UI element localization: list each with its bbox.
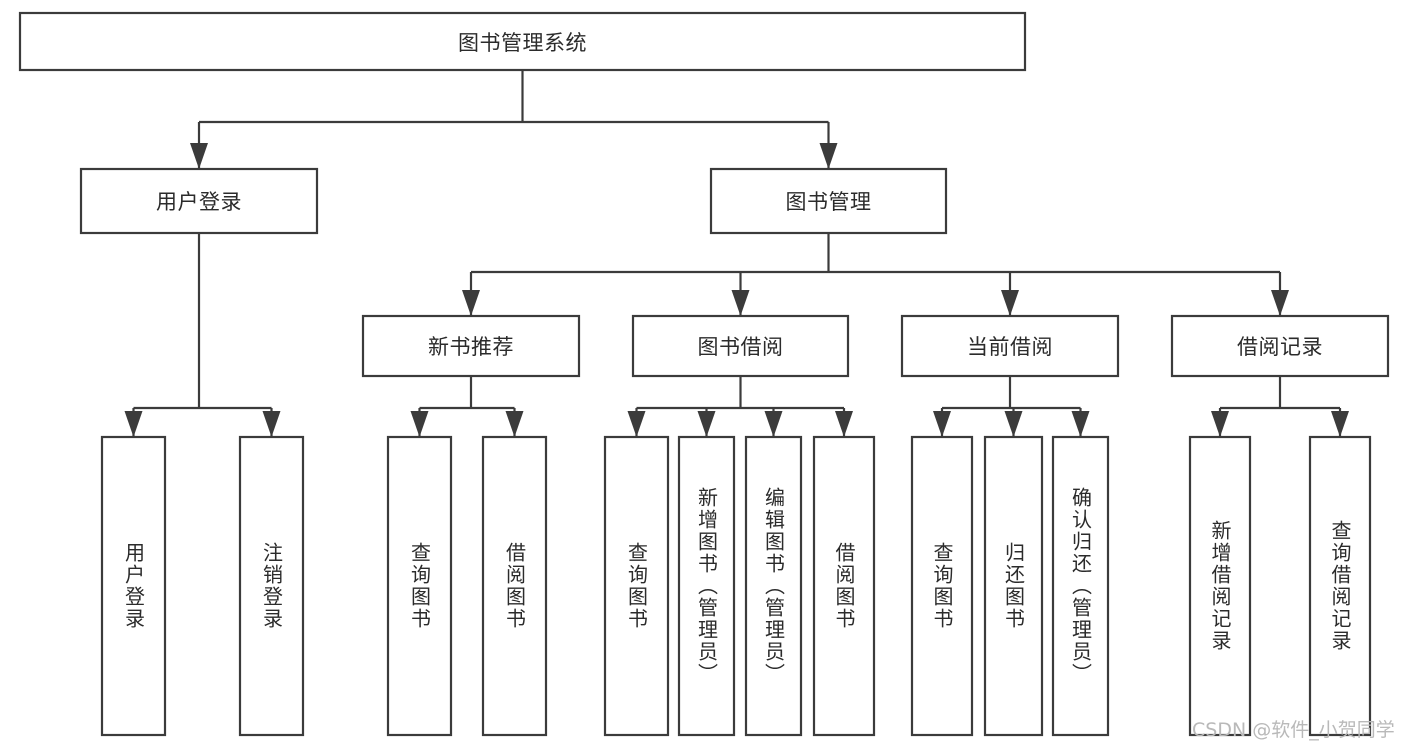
arrow-head-leaf-borrow-book-2 bbox=[835, 411, 853, 437]
node-box-leaf-borrow-book-1 bbox=[481, 435, 548, 737]
node-box-user-login bbox=[79, 167, 319, 235]
arrow-head-leaf-user-login bbox=[124, 411, 143, 437]
node-box-current-borrow bbox=[900, 314, 1120, 378]
arrow-head-leaf-return-book bbox=[1004, 411, 1023, 437]
arrow-head-leaf-query-book-2 bbox=[627, 411, 646, 437]
arrow-head-book-manage bbox=[819, 143, 838, 169]
arrow-head-borrow-record bbox=[1271, 290, 1289, 316]
node-box-leaf-query-record bbox=[1308, 435, 1372, 737]
arrow-head-new-book-recommend bbox=[462, 290, 480, 316]
arrow-head-leaf-add-book bbox=[697, 411, 716, 437]
node-box-leaf-add-book bbox=[677, 435, 736, 737]
connectors-layer bbox=[124, 70, 1349, 437]
node-box-leaf-borrow-book-2 bbox=[812, 435, 876, 737]
node-box-leaf-logout bbox=[238, 435, 305, 737]
arrow-head-leaf-edit-book bbox=[764, 411, 783, 437]
arrow-head-leaf-add-record bbox=[1211, 411, 1229, 437]
node-box-leaf-query-book-2 bbox=[603, 435, 670, 737]
node-box-leaf-query-book-3 bbox=[910, 435, 974, 737]
arrow-head-book-borrow bbox=[731, 290, 750, 316]
arrow-head-leaf-query-book-3 bbox=[933, 411, 951, 437]
node-box-leaf-confirm-return bbox=[1051, 435, 1110, 737]
node-box-leaf-query-book-1 bbox=[386, 435, 453, 737]
node-box-leaf-return-book bbox=[983, 435, 1044, 737]
arrow-head-leaf-query-book-1 bbox=[410, 411, 429, 437]
arrow-head-current-borrow bbox=[1001, 290, 1019, 316]
boxes-layer bbox=[18, 11, 1390, 737]
node-box-leaf-add-record bbox=[1188, 435, 1252, 737]
arrow-head-leaf-confirm-return bbox=[1071, 411, 1090, 437]
node-box-borrow-record bbox=[1170, 314, 1390, 378]
node-box-leaf-edit-book bbox=[744, 435, 803, 737]
arrow-head-leaf-query-record bbox=[1331, 411, 1349, 437]
node-box-book-borrow bbox=[631, 314, 850, 378]
node-box-book-manage bbox=[709, 167, 948, 235]
arrow-head-leaf-borrow-book-1 bbox=[505, 411, 524, 437]
arrow-head-user-login bbox=[190, 143, 208, 169]
node-box-new-book-recommend bbox=[361, 314, 581, 378]
arrow-head-leaf-logout bbox=[262, 411, 281, 437]
node-box-leaf-user-login bbox=[100, 435, 167, 737]
node-box-root bbox=[18, 11, 1027, 72]
